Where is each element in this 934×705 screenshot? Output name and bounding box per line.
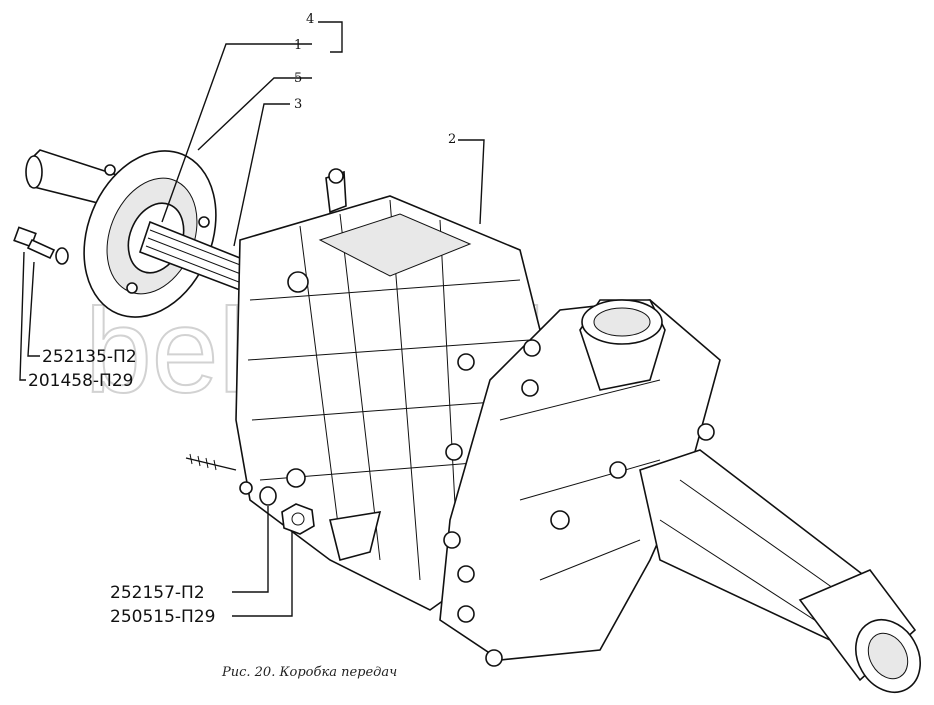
leader-lines <box>19 21 485 617</box>
bolt-icon <box>13 226 56 260</box>
nut-icon <box>281 503 315 535</box>
callout-5: 5 <box>294 71 302 86</box>
callout-2: 2 <box>448 132 456 147</box>
part-number-250515: 250515-П29 <box>110 607 215 627</box>
callout-4: 4 <box>306 12 314 27</box>
part-number-252135: 252135-П2 <box>42 347 137 367</box>
callout-1: 1 <box>294 38 302 53</box>
washer-icon <box>55 247 69 265</box>
washer-icon <box>259 486 277 506</box>
gearbox-drawing <box>25 149 921 693</box>
callout-3: 3 <box>294 97 302 112</box>
figure-caption: Рис. 20. Коробка передач <box>221 665 397 680</box>
part-number-252157: 252157-П2 <box>110 583 205 603</box>
part-number-201458: 201458-П29 <box>28 371 133 391</box>
